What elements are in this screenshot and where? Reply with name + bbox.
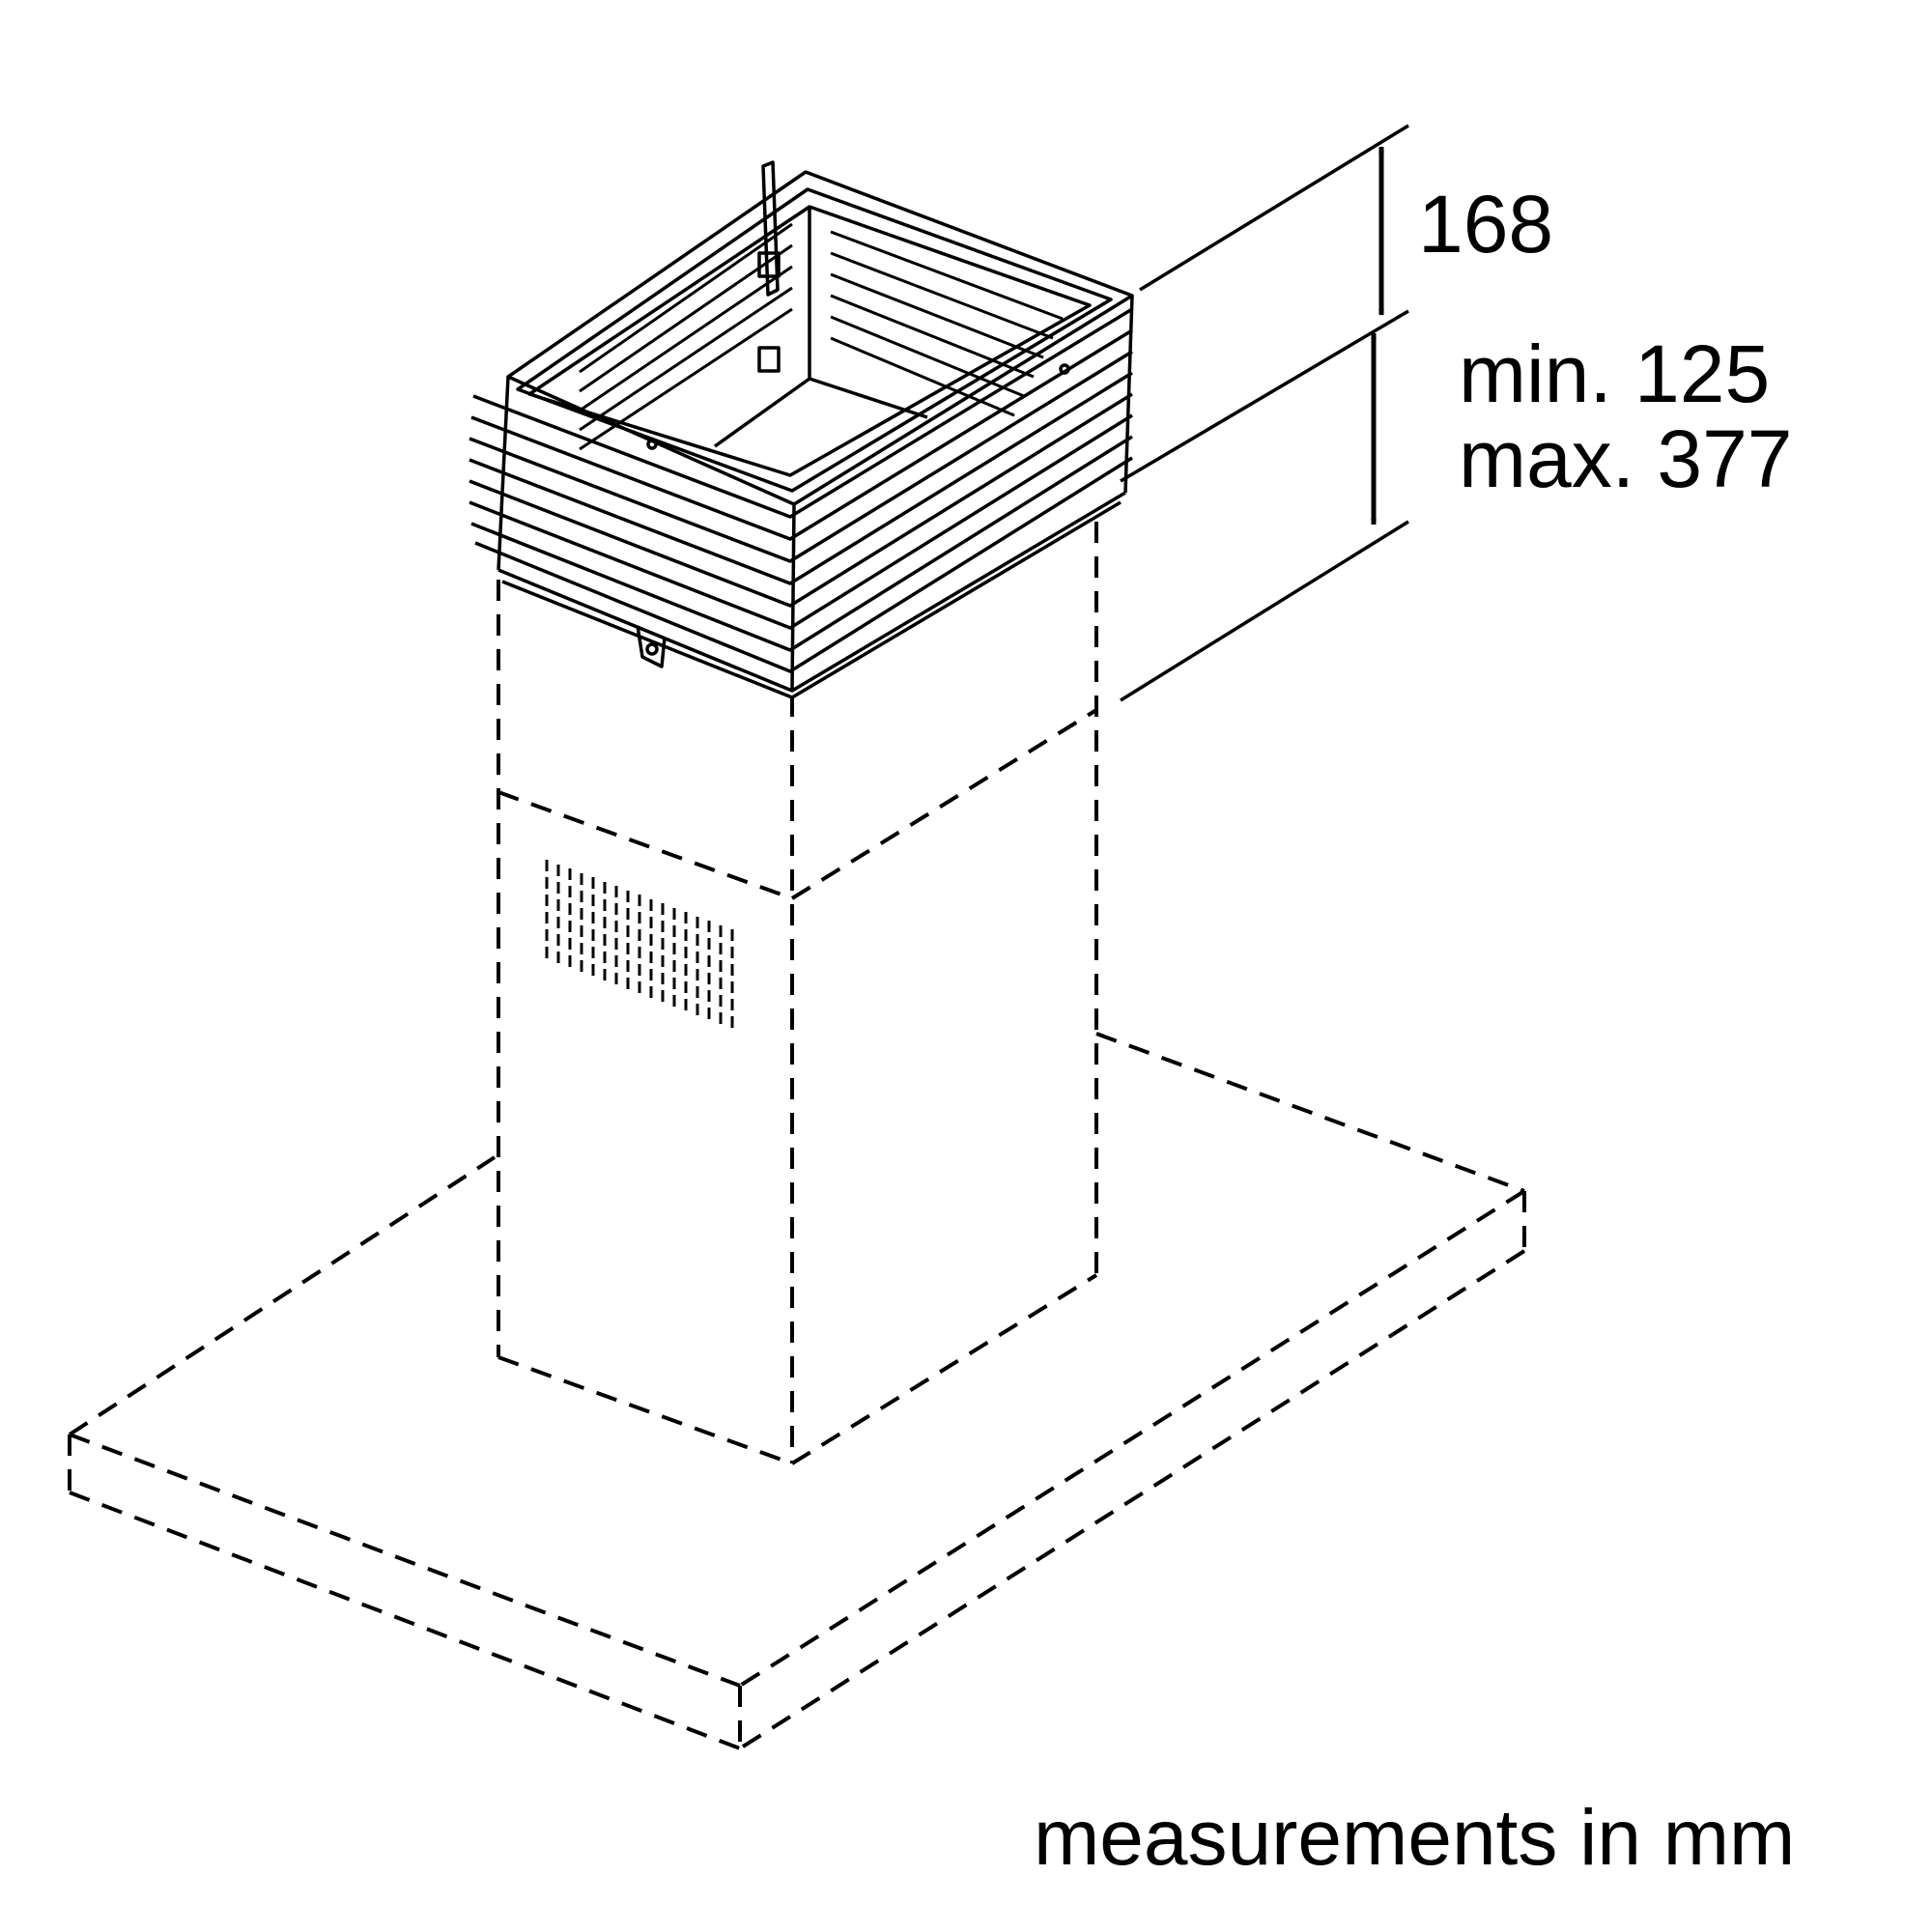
dimension-label-top: 168 (1418, 179, 1554, 270)
dimension-label-max: max. 377 (1459, 413, 1793, 504)
dimension-label-range: min. 125 max. 377 (1459, 331, 1793, 501)
chimney-duct (497, 522, 1098, 1465)
dimension-label-min: min. 125 (1459, 328, 1771, 419)
vent-grille (545, 860, 734, 1031)
dimension-arrows (1371, 146, 1384, 526)
dimension-extension-lines (1120, 124, 1409, 702)
hood-canopy (68, 1032, 1526, 1750)
units-caption: measurements in mm (1034, 1794, 1796, 1882)
recirculation-module (469, 160, 1134, 699)
